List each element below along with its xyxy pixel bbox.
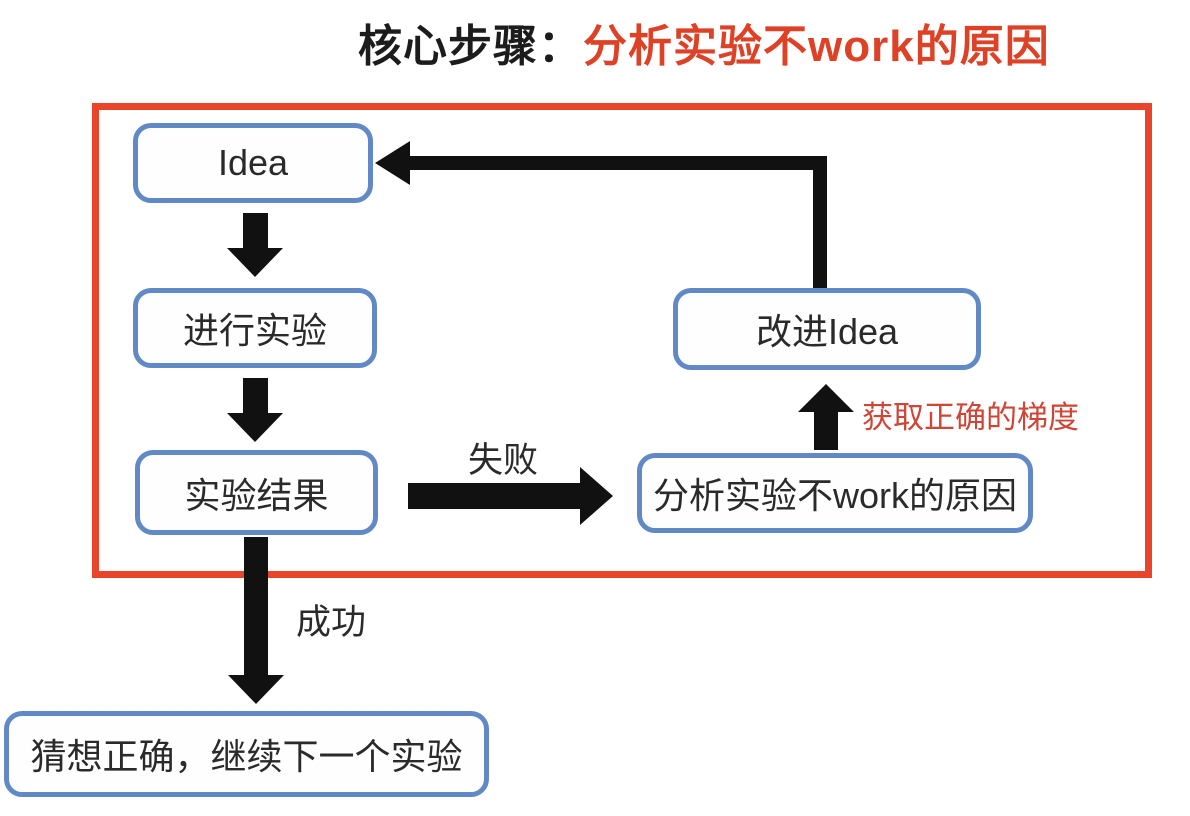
node-improve-idea: 改进Idea <box>673 288 981 370</box>
edge-label-success: 成功 <box>296 603 367 642</box>
node-continue-next-experiment-label: 猜想正确，继续下一个实验 <box>30 736 463 777</box>
node-analyze-failure-label: 分析实验不work的原因 <box>652 475 1017 516</box>
node-run-experiment: 进行实验 <box>133 288 377 368</box>
edge-label-failure: 失败 <box>468 441 539 480</box>
node-analyze-failure: 分析实验不work的原因 <box>637 453 1033 533</box>
node-experiment-result-label: 实验结果 <box>184 474 329 516</box>
page-title-prefix: 核心步骤： <box>358 22 583 71</box>
node-experiment-result: 实验结果 <box>135 450 378 535</box>
loop-frame-rectangle <box>92 103 1152 578</box>
node-idea: Idea <box>133 123 373 203</box>
page-title-highlight: 分析实验不work的原因 <box>583 22 1050 71</box>
node-idea-label: Idea <box>217 142 289 183</box>
node-run-experiment-label: 进行实验 <box>182 310 327 351</box>
node-improve-idea-label: 改进Idea <box>755 311 899 352</box>
edge-label-gradient-note: 获取正确的梯度 <box>862 400 1079 435</box>
page-title: 核心步骤：分析实验不work的原因 <box>358 10 1050 74</box>
node-continue-next-experiment: 猜想正确，继续下一个实验 <box>4 711 489 797</box>
